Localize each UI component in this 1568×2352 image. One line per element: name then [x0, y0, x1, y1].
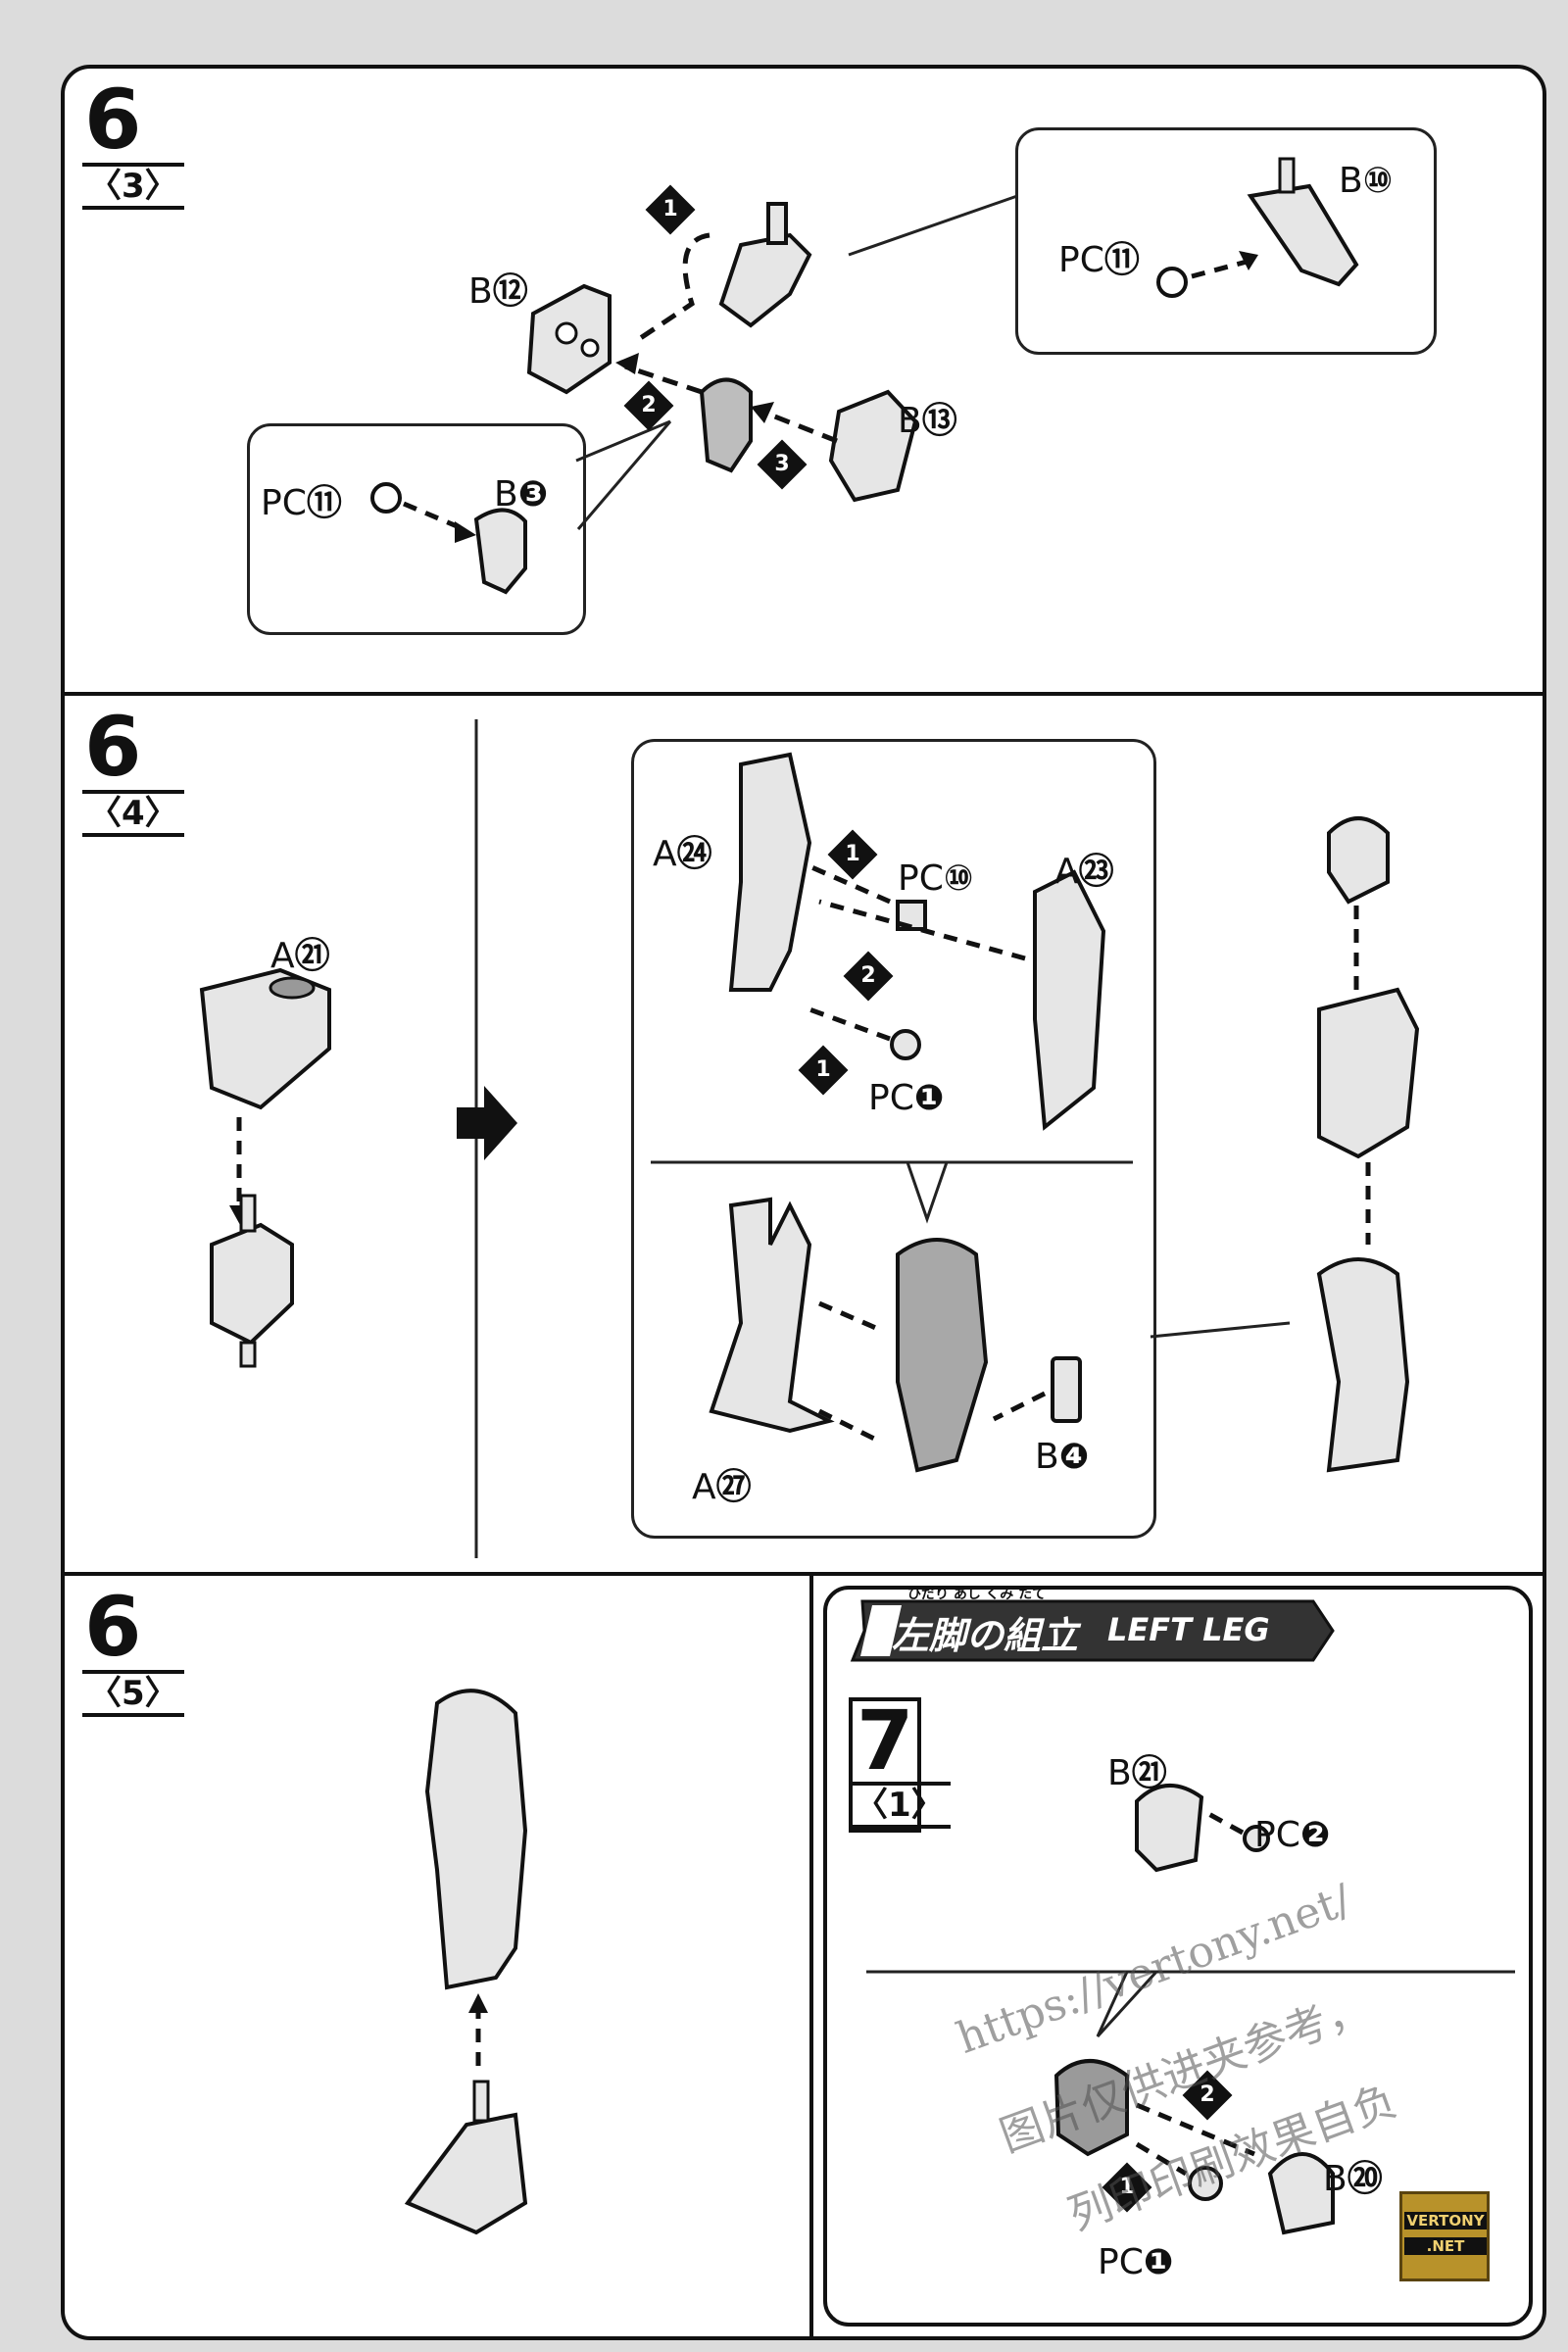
label-a27: A㉗: [692, 1467, 752, 1507]
label-b3: B❸: [494, 474, 549, 514]
step-number: 6: [84, 1579, 142, 1675]
part-pc7: [1243, 1825, 1270, 1852]
site-badge: VERTONY .NET: [1399, 2191, 1490, 2281]
label-b10: B⑩: [1339, 161, 1394, 201]
substep-number: 〈5〉: [82, 1670, 184, 1717]
panel-step-6-5: 6 〈5〉: [61, 1572, 819, 2340]
label-a21: A㉑: [270, 936, 330, 976]
part-b21: [1135, 1783, 1204, 1873]
order-marker-1-top: 1: [827, 829, 878, 880]
label-pc11-callout: PC⑪: [1058, 240, 1140, 280]
assembly-art-6-3: [370, 157, 1359, 595]
label-a23: A㉓: [1054, 852, 1114, 892]
label-a24: A㉔: [653, 834, 712, 874]
label-b13: B⑬: [898, 401, 957, 441]
part-b20: [1267, 2152, 1335, 2235]
label-pc11-lower: PC⑪: [261, 483, 342, 523]
order-marker-1: 1: [645, 184, 696, 235]
part-pc11-lower: [370, 482, 402, 514]
part-shin: [1316, 1257, 1410, 1473]
part-foot: [404, 2080, 528, 2235]
assembly-art-7-1: [866, 1783, 1515, 2235]
part-b3-mid: [699, 377, 753, 473]
label-b21: B㉑: [1107, 1753, 1167, 1793]
callout-pc11-b3: [247, 423, 586, 635]
inner-frame: [823, 1586, 1533, 2327]
part-pc1: [890, 1029, 921, 1060]
part-leg-inner: [896, 1238, 989, 1473]
part-knee-cap: [1327, 816, 1390, 905]
section-title-ruby: ひだり あし くみ たて: [907, 1587, 1047, 1602]
part-b4: [1051, 1356, 1082, 1423]
part-lower-joint: [210, 1194, 294, 1368]
label-pc7: PC❷: [1254, 1815, 1331, 1855]
order-marker-2: 2: [623, 380, 674, 431]
substep-number: 〈1〉: [849, 1782, 951, 1829]
step-number: 6: [84, 699, 142, 795]
section-title-en: LEFT LEG: [1107, 1611, 1270, 1648]
part-thigh: [1317, 987, 1420, 1159]
label-pc1: PC❶: [868, 1078, 945, 1118]
part-b10: [1247, 157, 1359, 287]
part-top-joint: [718, 202, 812, 328]
order-marker-1-bottom: 1: [798, 1045, 849, 1096]
section-banner: [850, 1599, 1335, 1662]
part-pc1: [1188, 2166, 1223, 2201]
step-number: 6: [84, 72, 142, 168]
part-b12: [526, 283, 612, 395]
part-ankle-block: [1054, 2059, 1129, 2157]
label-b20: B⑳: [1323, 2159, 1383, 2199]
label-pc1-bottom: PC❶: [1098, 2242, 1174, 2282]
step-number: 7: [857, 1692, 914, 1788]
part-leg-assembled: [424, 1689, 528, 1990]
substep-number: 〈4〉: [82, 790, 184, 837]
part-a21: [199, 967, 331, 1110]
panel-step-6-4: 6 〈4〉: [61, 692, 1546, 1582]
assembly-art-6-4: [199, 719, 1420, 1558]
step-box: [849, 1697, 921, 1833]
part-b3: [473, 508, 527, 595]
part-a27: [709, 1197, 835, 1434]
panel-step-6-3: 6 〈3〉: [61, 65, 1546, 702]
panel-step-7-1: 左脚の組立 ひだり あし くみ たて LEFT LEG 7 〈1〉 2 1 B㉑…: [809, 1572, 1546, 2340]
part-b13: [828, 389, 918, 503]
substep-number: 〈3〉: [82, 163, 184, 210]
label-b12: B⑫: [468, 271, 528, 312]
label-b4: B❹: [1035, 1437, 1090, 1477]
assembly-art-6-5: [404, 1689, 528, 2235]
order-marker-3: 3: [757, 439, 808, 490]
order-marker-2: 2: [843, 951, 894, 1002]
part-pc11-callout: [1156, 267, 1188, 298]
callout-pc11-b10: [1015, 127, 1437, 355]
part-a23: [1033, 869, 1106, 1131]
section-title-jp: 左脚の組立: [892, 1614, 1079, 1657]
label-pc10: PC⑩: [898, 858, 974, 899]
part-a24: [728, 752, 812, 992]
